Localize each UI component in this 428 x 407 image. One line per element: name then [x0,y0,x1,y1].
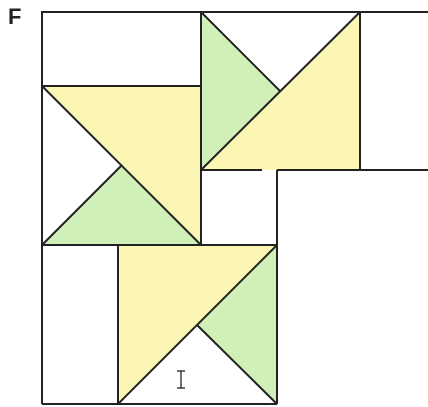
text-cursor-icon [177,371,185,388]
